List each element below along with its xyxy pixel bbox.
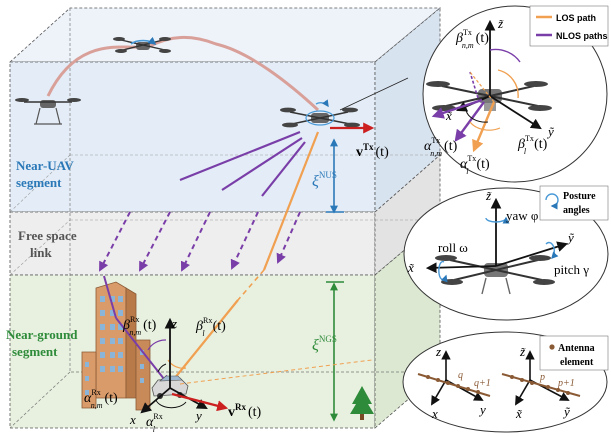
rx-beta-l-arc — [167, 359, 187, 369]
antenna-p1-label: p+1 — [557, 378, 575, 389]
pitch-rotate-icon — [545, 241, 559, 260]
antenna-axis-yt-label: ỹ — [562, 404, 571, 419]
tx-zoom-nlos-2 — [454, 101, 485, 142]
posture-yaw-label: yaw φ — [506, 208, 538, 223]
rx-axis-z-label: z — [171, 316, 177, 331]
posture-title-line1: Posture — [563, 191, 596, 202]
uav-left-icon — [15, 98, 81, 125]
los-path-lower — [169, 299, 239, 385]
posture-pitch-label: pitch γ — [554, 262, 589, 277]
tx-zoom-nlos-proj — [469, 71, 479, 99]
nlos-bounce-building — [103, 275, 117, 319]
antenna-axis-zt-label: z̃ — [519, 344, 526, 359]
uav-middle-icon — [113, 36, 171, 53]
near-ground-front-face — [9, 274, 376, 429]
tx-beta-nm-arc — [489, 48, 521, 63]
tx-alpha-l-arc — [469, 121, 501, 131]
legend-los-label: LOS path — [556, 13, 596, 23]
rx-velocity-label: vRx(t) — [228, 402, 262, 420]
free-space-label-line2: link — [30, 245, 52, 260]
yaw-rotate-icon — [485, 216, 510, 224]
tree-icon — [350, 386, 374, 420]
near-ground-label-line1: Near-ground — [6, 327, 78, 342]
antenna-axis-xt-label: x̃ — [515, 406, 523, 421]
posture-axis-x-label: x̃ — [407, 260, 415, 275]
segment-box — [8, 7, 442, 429]
antenna-axis-y-label: y — [478, 402, 486, 417]
tx-alpha-nm-arc — [465, 109, 489, 123]
posture-title-box: Posture angles — [539, 185, 609, 221]
near-uav-label-line1: Near-UAV — [16, 158, 74, 173]
antenna-q1-label: q+1 — [474, 378, 491, 389]
ngs-height-label: ξNGS — [312, 334, 337, 354]
antenna-title-line2: element — [560, 357, 594, 368]
antenna-title-box: Antenna element — [539, 335, 609, 371]
tx-beta-l-arc — [497, 69, 519, 99]
tx-axis-x-label: x̃ — [445, 108, 453, 123]
rx-axis-x-label: x — [129, 412, 136, 427]
rx-los-projection — [179, 359, 373, 385]
nus-height-label: ξNUS — [312, 170, 337, 190]
nlos-to-rx — [115, 317, 170, 386]
los-path-upper — [262, 131, 320, 271]
roll-rotate-icon — [438, 260, 448, 283]
posture-roll-label: roll ω — [438, 240, 468, 255]
tx-axis-z-label: z̃ — [497, 16, 504, 31]
free-space-label-line1: Free space — [18, 228, 77, 243]
near-ground-label-line2: segment — [12, 344, 58, 359]
tx-zoom-nlos-1 — [431, 98, 483, 119]
antenna-axis-x-tilde — [515, 379, 531, 406]
tx-legend: LOS path NLOS paths — [529, 5, 609, 47]
legend-nlos-label: NLOS paths — [556, 31, 608, 41]
connector-tx — [339, 77, 409, 111]
antenna-p-label: p — [539, 372, 545, 383]
tx-zoom-los-proj — [469, 71, 495, 103]
posture-uav-icon — [435, 255, 555, 295]
free-space-front-face — [9, 211, 376, 276]
antenna-axis-z-label: z — [435, 344, 441, 359]
posture-axis-z-label: z̃ — [485, 188, 492, 203]
los-path-free-space — [237, 269, 265, 301]
tx-axis-y — [489, 95, 542, 130]
tx-angles-panel — [422, 5, 608, 183]
near-uav-label-line2: segment — [16, 175, 62, 190]
box-top-face — [8, 7, 442, 63]
near-uav-front-face — [9, 61, 376, 213]
posture-panel — [403, 187, 609, 321]
tx-velocity-label: vTx(t) — [356, 142, 389, 160]
nlos-paths-free-space — [99, 211, 301, 272]
building-icon — [81, 281, 151, 411]
rx-axis-y-label: y — [194, 408, 202, 423]
rx-velocity-arrow — [171, 392, 229, 412]
posture-rotate-icon — [545, 193, 559, 210]
antenna-title-line1: Antenna — [558, 343, 595, 354]
tx-zoom-los — [472, 101, 496, 153]
antenna-axis-y — [445, 379, 484, 401]
tx-axis-y-label: ỹ — [546, 124, 555, 139]
rx-beta-nm-arc — [147, 339, 167, 351]
antenna-q-label: q — [458, 370, 463, 381]
uav-tx-icon — [280, 99, 360, 128]
nlos-paths-upper — [179, 130, 306, 197]
antenna-axis-x-label: x — [431, 406, 438, 421]
antenna-axis-x — [431, 379, 447, 406]
antenna-element-icon — [549, 344, 555, 350]
posture-axis-y-label: ỹ — [566, 230, 575, 245]
uav-trajectory — [46, 35, 320, 112]
posture-title-line2: angles — [563, 205, 590, 216]
